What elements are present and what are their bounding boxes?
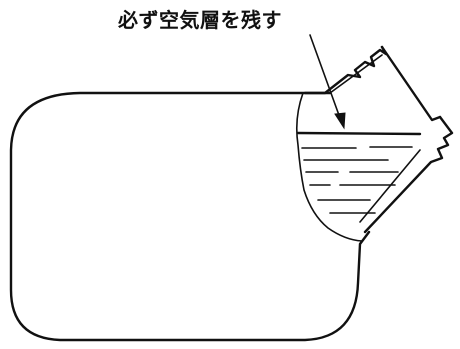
filler-neck-lower-inner (359, 149, 421, 223)
leader-line (309, 34, 341, 119)
air-layer-annotation: 必ず空気層を残す (118, 8, 282, 32)
filler-neck-lower-wall (363, 115, 454, 234)
leader-arrowhead (334, 112, 346, 130)
filler-neck-upper-inner (329, 54, 383, 94)
cutaway-boundary (296, 92, 363, 242)
fuel-surface-line (296, 131, 422, 136)
filler-neck-opening (380, 45, 442, 122)
fuel-hatching (301, 146, 413, 214)
filler-neck-upper-wall (303, 45, 388, 95)
tank-outline (9, 91, 371, 342)
